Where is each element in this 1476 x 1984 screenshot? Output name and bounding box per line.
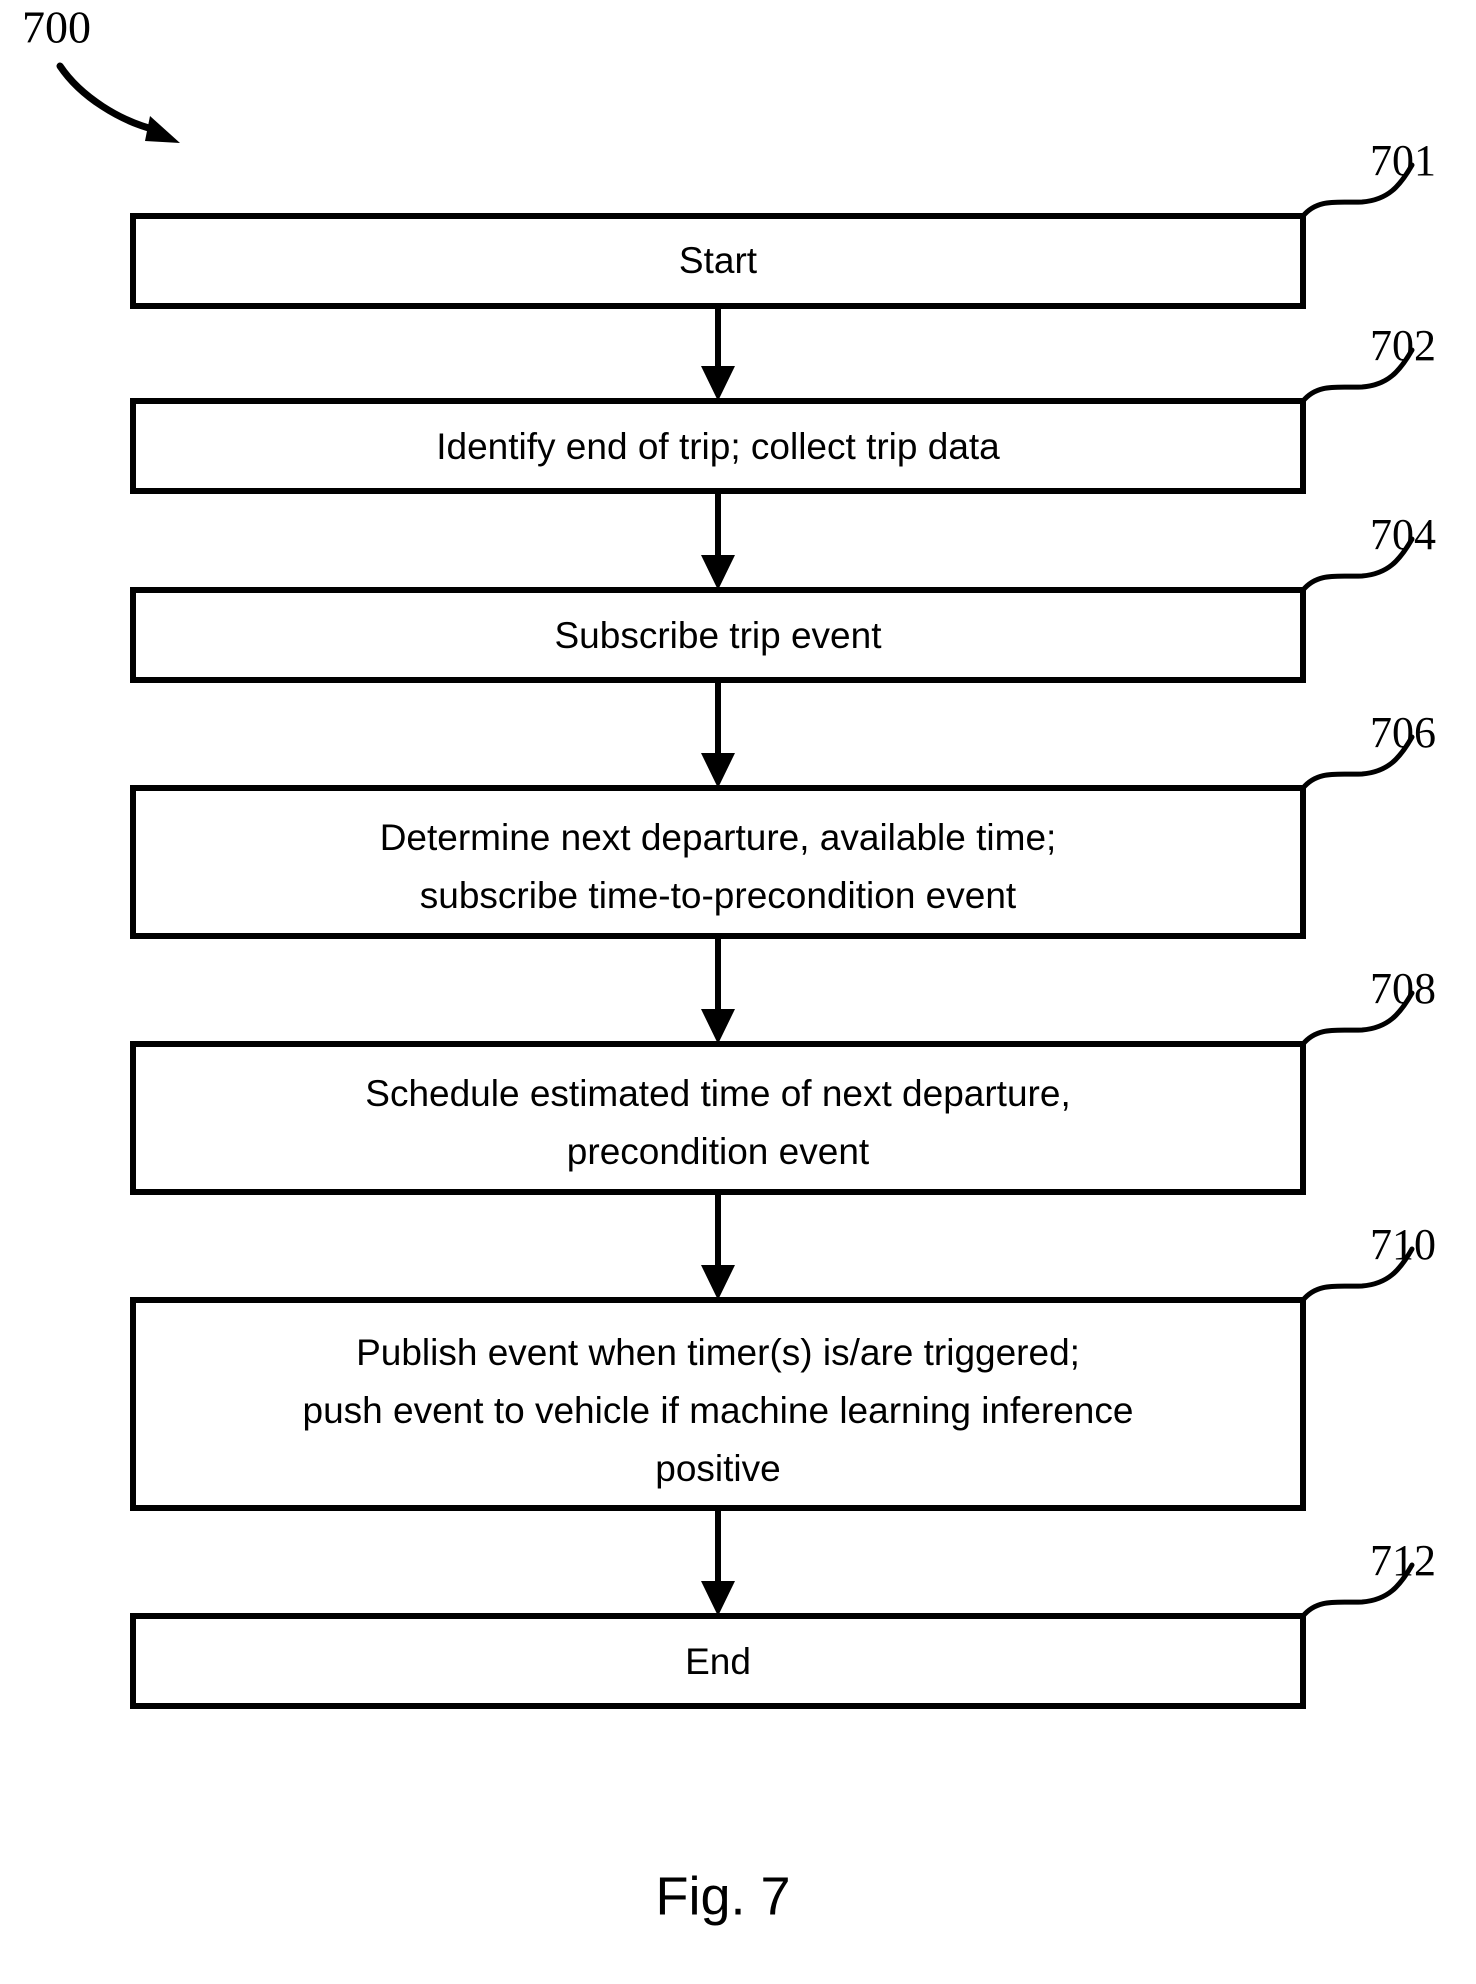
reference-number-708: 708 (1370, 964, 1436, 1013)
flow-connector-701-702 (701, 306, 735, 401)
node-label-708-line1: precondition event (567, 1131, 870, 1172)
leader-line-706 (1300, 734, 1415, 791)
leader-line-710 (1300, 1246, 1415, 1303)
node-label-706-line1: subscribe time-to-precondition event (420, 875, 1017, 916)
leader-line-701 (1300, 162, 1415, 219)
diagram-number-700: 700 (22, 2, 91, 53)
node-box-708 (130, 1041, 1306, 1195)
node-box-710 (130, 1297, 1306, 1511)
flow-connector-706-708 (701, 936, 735, 1044)
flow-node-712: End 712 (130, 1536, 1436, 1709)
node-label-706-line0: Determine next departure, available time… (380, 817, 1057, 858)
flow-node-706: Determine next departure, available time… (130, 708, 1436, 939)
diagram-pointer-arrow (56, 62, 180, 143)
reference-number-710: 710 (1370, 1220, 1436, 1269)
leader-line-708 (1300, 990, 1415, 1047)
reference-number-701: 701 (1370, 136, 1436, 185)
reference-number-712: 712 (1370, 1536, 1436, 1585)
node-label-702-line0: Identify end of trip; collect trip data (436, 426, 1000, 467)
flow-node-701: Start 701 (130, 136, 1436, 309)
reference-number-706: 706 (1370, 708, 1436, 757)
node-label-704-line0: Subscribe trip event (554, 615, 882, 656)
flow-node-708: Schedule estimated time of next departur… (130, 964, 1436, 1195)
node-label-701-line0: Start (679, 240, 758, 281)
node-label-710-line0: Publish event when timer(s) is/are trigg… (356, 1332, 1080, 1373)
reference-number-702: 702 (1370, 321, 1436, 370)
flow-connector-708-710 (701, 1192, 735, 1300)
node-label-712-line0: End (685, 1641, 751, 1682)
node-box-706 (130, 785, 1306, 939)
node-label-710-line2: positive (655, 1448, 780, 1489)
leader-line-712 (1300, 1562, 1415, 1619)
flow-connector-702-704 (701, 491, 735, 590)
leader-line-704 (1300, 536, 1415, 593)
node-box-704 (130, 587, 1306, 683)
leader-line-702 (1300, 347, 1415, 404)
node-box-712 (130, 1613, 1306, 1709)
flow-node-702: Identify end of trip; collect trip data … (130, 321, 1436, 494)
flow-connector-704-706 (701, 680, 735, 788)
figure-caption: Fig. 7 (655, 1866, 790, 1926)
node-label-710-line1: push event to vehicle if machine learnin… (303, 1390, 1134, 1431)
flow-node-710: Publish event when timer(s) is/are trigg… (130, 1220, 1436, 1511)
reference-number-704: 704 (1370, 510, 1436, 559)
node-box-701 (130, 213, 1306, 309)
node-label-708-line0: Schedule estimated time of next departur… (365, 1073, 1070, 1114)
node-box-702 (130, 398, 1306, 494)
flow-connector-710-712 (701, 1508, 735, 1616)
flow-node-704: Subscribe trip event 704 (130, 510, 1436, 683)
